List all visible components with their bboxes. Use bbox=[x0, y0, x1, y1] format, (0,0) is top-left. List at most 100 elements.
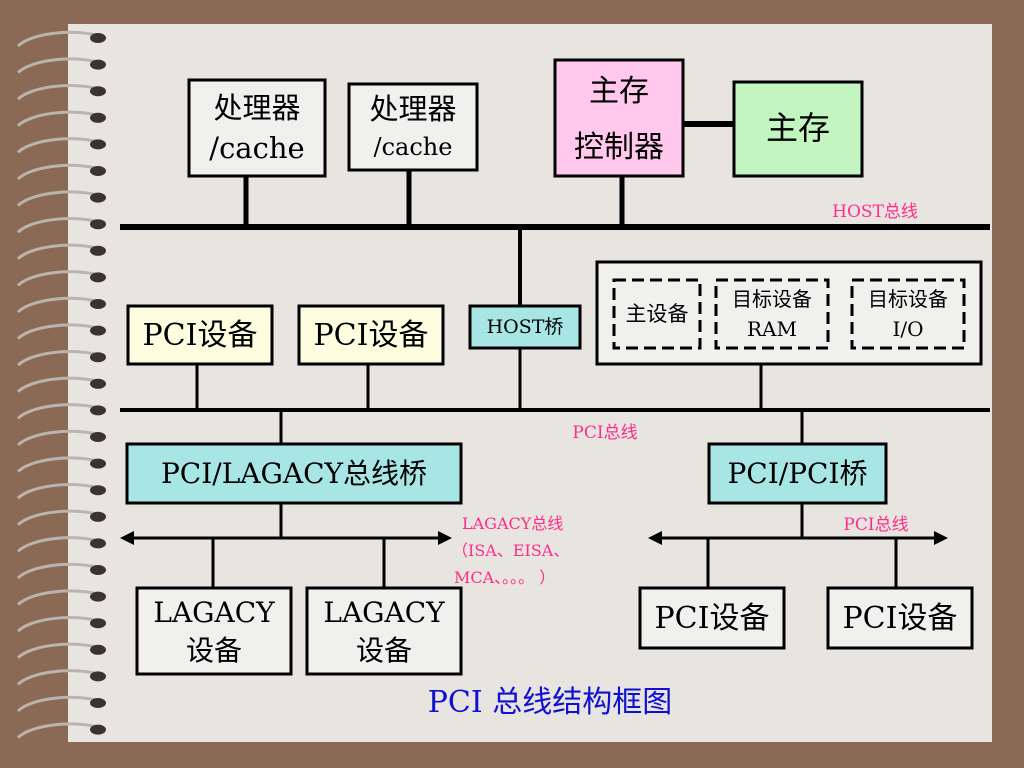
target-io-box bbox=[850, 278, 966, 350]
spiral-hole bbox=[90, 591, 106, 602]
pci-dev3-box bbox=[638, 586, 786, 650]
spiral-ring bbox=[16, 642, 101, 659]
legacy-bus-line2: （ISA、EISA、 bbox=[452, 541, 570, 560]
spiral-ring bbox=[16, 562, 101, 580]
cpu1-line2: /cache bbox=[209, 131, 305, 165]
spiral-hole bbox=[90, 511, 106, 522]
legacy-dev2-line2: 设备 bbox=[355, 634, 412, 667]
spiral-ring bbox=[16, 190, 101, 207]
spiral-hole bbox=[90, 325, 106, 336]
pci-dev3-label: PCI设备 bbox=[654, 601, 770, 636]
pci-bridge-label: PCI/PCI桥 bbox=[727, 457, 868, 490]
host-bridge-box bbox=[468, 304, 582, 350]
legacy-dev1-line2: 设备 bbox=[185, 634, 242, 667]
legacy-dev1-label: LAGACY 设备 bbox=[137, 594, 291, 670]
connector-lines bbox=[120, 121, 990, 588]
spiral-hole bbox=[90, 724, 106, 735]
spiral-ring bbox=[16, 509, 101, 526]
target-ram-line1: 目标设备 bbox=[732, 287, 812, 311]
spiral-ring bbox=[16, 296, 101, 314]
legacy-dev1-box bbox=[135, 586, 293, 676]
spiral-hole bbox=[90, 538, 106, 549]
cpu1-label: 处理器 /cache bbox=[189, 88, 325, 168]
spiral-ring bbox=[16, 403, 101, 420]
pci-dev1-box bbox=[126, 304, 274, 366]
spiral-hole bbox=[90, 139, 106, 150]
mem-ctrl-line1: 主存 bbox=[589, 74, 649, 109]
spiral-hole bbox=[90, 166, 106, 176]
spiral-ring bbox=[16, 57, 101, 74]
pci-dev4-box bbox=[826, 586, 974, 650]
legacy-bus-line1: LAGACY总线 bbox=[462, 514, 564, 533]
mem-ctrl-label: 主存 控制器 bbox=[555, 64, 683, 176]
master-dev-label: 主设备 bbox=[625, 302, 689, 326]
pci-dev4-label: PCI设备 bbox=[842, 601, 958, 636]
spiral-ring bbox=[16, 722, 101, 739]
spiral-rings bbox=[16, 30, 106, 739]
target-io-line1: 目标设备 bbox=[868, 287, 948, 311]
spiral-ring bbox=[16, 429, 101, 447]
spiral-ring bbox=[16, 456, 101, 473]
spiral-hole bbox=[90, 86, 106, 97]
target-io-label: 目标设备 I/O bbox=[852, 284, 964, 344]
spiral-hole bbox=[90, 565, 106, 575]
target-ram-box bbox=[714, 278, 830, 350]
spiral-hole bbox=[90, 378, 106, 389]
cpu2-label: 处理器 /cache bbox=[349, 90, 477, 166]
legacy-dev2-label: LAGACY 设备 bbox=[307, 594, 461, 670]
cpu2-line1: 处理器 bbox=[369, 92, 457, 126]
cpu2-line2: /cache bbox=[373, 133, 453, 161]
spiral-ring bbox=[16, 483, 101, 500]
spiral-hole bbox=[90, 698, 106, 708]
legacy-dev2-box bbox=[305, 586, 463, 676]
spiral-ring bbox=[16, 669, 101, 686]
legacy-bus-arrow-right bbox=[438, 531, 452, 545]
spiral-hole bbox=[90, 352, 106, 363]
spiral-ring bbox=[16, 84, 101, 101]
main-mem-box bbox=[732, 80, 864, 178]
spiral-ring bbox=[16, 536, 101, 553]
spiral-hole bbox=[90, 485, 106, 496]
spiral-hole bbox=[90, 192, 106, 203]
legacy-dev1-line1: LAGACY bbox=[153, 596, 275, 629]
spiral-ring bbox=[16, 376, 101, 393]
node-boxes bbox=[125, 58, 983, 676]
spiral-hole bbox=[90, 245, 106, 256]
spiral-ring bbox=[16, 30, 101, 48]
spiral-hole bbox=[90, 671, 106, 682]
spiral-ring bbox=[16, 270, 101, 287]
spiral-hole bbox=[90, 432, 106, 442]
cpu2-box bbox=[347, 82, 479, 172]
mem-ctrl-line2: 控制器 bbox=[574, 130, 664, 165]
legacy-bus-line3: MCA、。。。 ） bbox=[454, 568, 556, 587]
spiral-ring bbox=[16, 243, 101, 260]
host-bridge-label: HOST桥 bbox=[486, 316, 564, 338]
dashed-device-boxes bbox=[612, 278, 966, 350]
spiral-binding bbox=[0, 0, 106, 768]
spiral-ring bbox=[16, 616, 101, 633]
spiral-ring bbox=[16, 110, 101, 127]
pci-bus-2-label: PCI总线 bbox=[843, 515, 909, 535]
host-bus-label: HOST总线 bbox=[832, 202, 918, 222]
master-dev-box bbox=[612, 278, 702, 350]
legacy-bridge-box bbox=[125, 442, 463, 505]
pci-dev2-label: PCI设备 bbox=[313, 318, 429, 353]
pci-dev2-box bbox=[297, 304, 445, 366]
cpu1-box bbox=[187, 78, 327, 178]
pci-dev1-label: PCI设备 bbox=[142, 318, 258, 353]
pci-bus-2-arrow-right bbox=[934, 531, 948, 545]
spiral-hole bbox=[90, 33, 106, 43]
mem-ctrl-box bbox=[553, 58, 685, 178]
target-io-line2: I/O bbox=[892, 317, 924, 341]
spiral-ring bbox=[16, 589, 101, 606]
legacy-bus-arrow-left bbox=[120, 531, 134, 545]
spiral-ring bbox=[16, 323, 101, 340]
legacy-bridge-label: PCI/LAGACY总线桥 bbox=[160, 457, 428, 490]
spiral-ring bbox=[16, 695, 101, 713]
spiral-ring bbox=[16, 350, 101, 367]
target-ram-label: 目标设备 RAM bbox=[716, 284, 828, 344]
legacy-dev2-line1: LAGACY bbox=[323, 596, 445, 629]
diagram-caption: PCI 总线结构框图 bbox=[427, 685, 673, 720]
target-ram-line2: RAM bbox=[747, 317, 797, 341]
